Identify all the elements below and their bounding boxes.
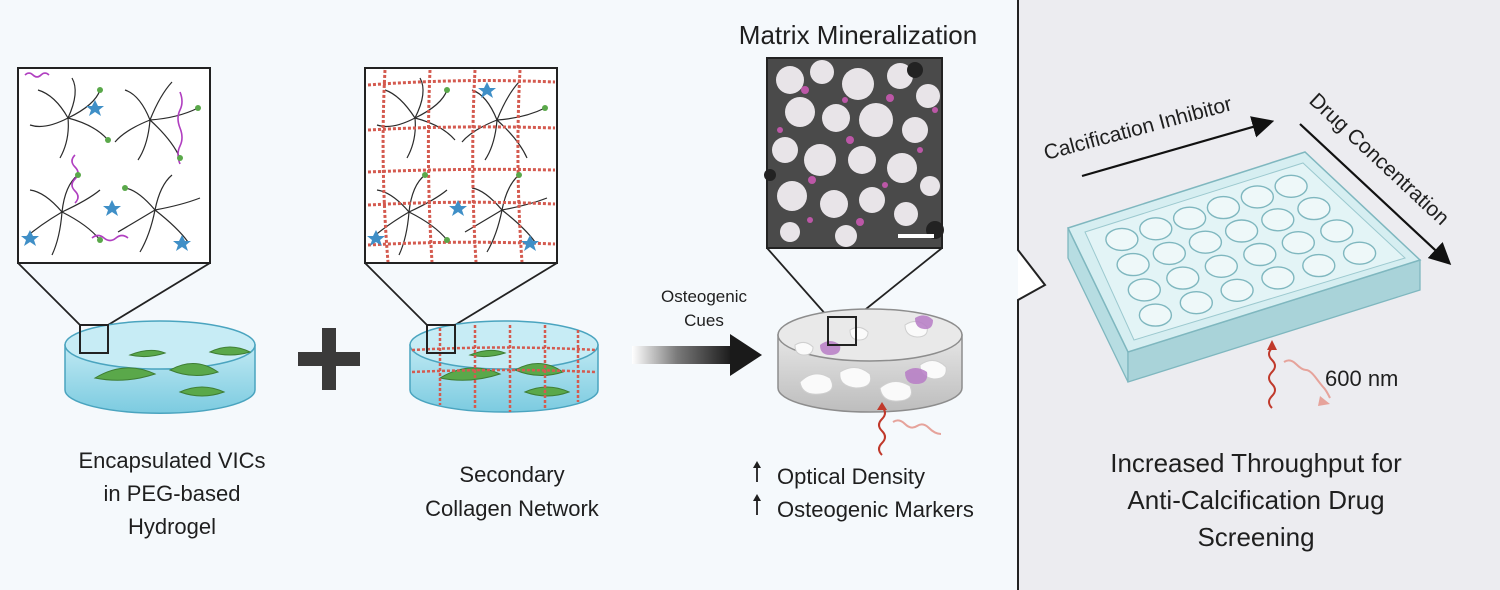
- well: [1204, 254, 1239, 278]
- well: [1188, 230, 1223, 254]
- osteogenic-markers-item: Osteogenic Markers: [753, 494, 974, 522]
- peg-hydrogel-disc: [64, 320, 256, 414]
- encapsulated-caption-line1: Encapsulated VICs: [78, 448, 265, 473]
- mineralization-micrograph: [764, 57, 944, 249]
- throughput-caption-line1: Increased Throughput for: [1110, 448, 1402, 478]
- calcification-inhibitor-arrow: [1081, 116, 1275, 178]
- light-wave-arrows-plate: [1267, 340, 1331, 409]
- well: [1116, 252, 1150, 277]
- mineralized-disc: [777, 308, 963, 413]
- osteogenic-cues-label-line2: Cues: [684, 311, 724, 330]
- well: [1342, 241, 1377, 265]
- throughput-caption-line3: Screening: [1197, 522, 1314, 552]
- light-wave-arrows: [877, 402, 942, 456]
- optical-density-label: Optical Density: [777, 464, 925, 489]
- collagen-hydrogel-disc: [409, 320, 599, 413]
- well: [1166, 266, 1200, 290]
- well: [1179, 291, 1214, 315]
- peg-network-inset: [17, 67, 211, 264]
- osteogenic-cues-label-line1: Osteogenic: [661, 287, 747, 306]
- panel-divider: [1017, 0, 1047, 590]
- well: [1297, 196, 1331, 221]
- encapsulated-caption-line2: in PEG-based: [104, 481, 241, 506]
- encapsulated-caption-line3: Hydrogel: [128, 514, 216, 539]
- well: [1138, 303, 1173, 327]
- osteogenic-markers-label: Osteogenic Markers: [777, 497, 974, 522]
- wavelength-label: 600 nm: [1325, 366, 1398, 391]
- well: [1261, 266, 1295, 290]
- optical-density-item: Optical Density: [753, 461, 925, 489]
- well: [1261, 208, 1295, 232]
- throughput-caption-line2: Anti-Calcification Drug: [1127, 485, 1384, 515]
- well: [1220, 278, 1254, 302]
- plus-icon: [298, 328, 360, 390]
- well: [1243, 242, 1277, 267]
- secondary-caption-line1: Secondary: [459, 462, 564, 487]
- osteogenic-arrow: [632, 334, 762, 376]
- well: [1302, 253, 1336, 278]
- well: [1281, 230, 1316, 255]
- well: [1172, 206, 1207, 230]
- well-plate: [1066, 151, 1422, 383]
- collagen-network-inset: [364, 67, 558, 264]
- well: [1224, 219, 1259, 243]
- well: [1206, 195, 1241, 220]
- well: [1240, 185, 1275, 209]
- matrix-mineralization-title: Matrix Mineralization: [739, 20, 977, 50]
- well: [1127, 278, 1162, 302]
- secondary-caption-line2: Collagen Network: [425, 496, 600, 521]
- well: [1105, 227, 1139, 252]
- well: [1139, 217, 1173, 241]
- well: [1274, 174, 1308, 199]
- well: [1152, 241, 1187, 266]
- drug-concentration-arrow: [1299, 123, 1452, 266]
- well: [1320, 219, 1354, 243]
